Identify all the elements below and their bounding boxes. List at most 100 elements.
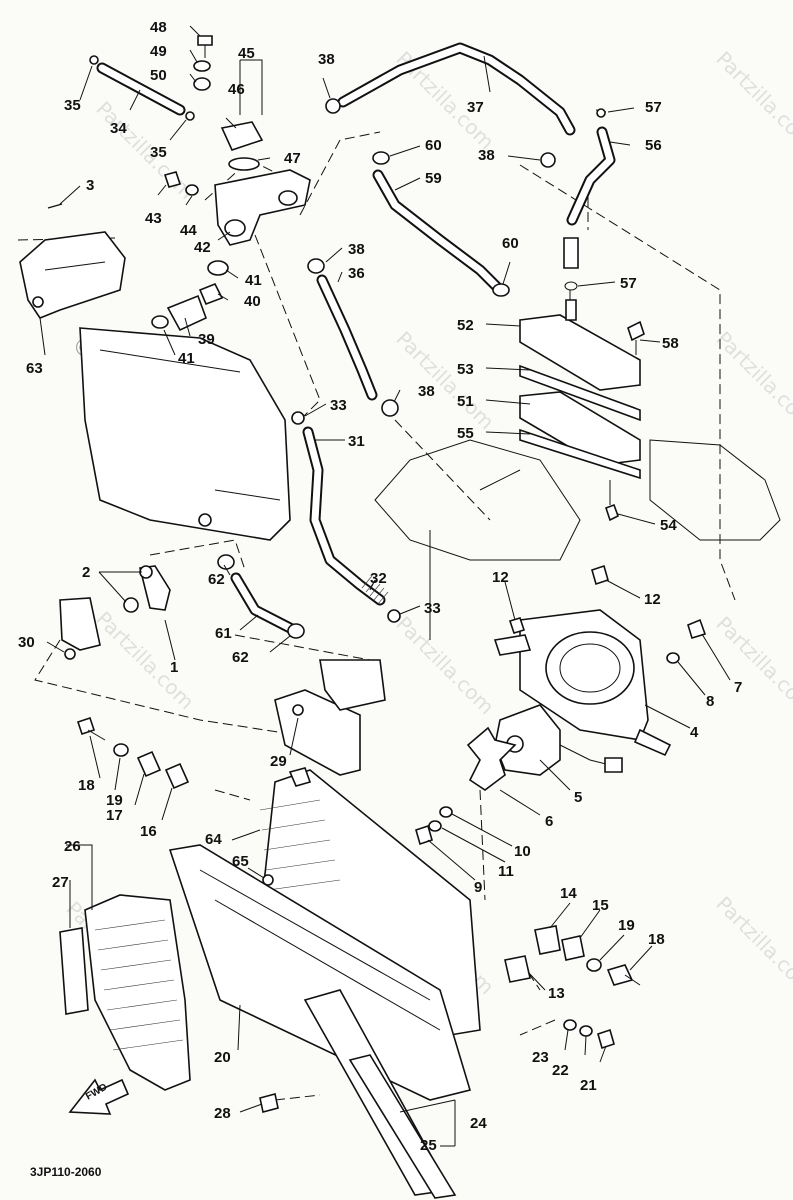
lower-rods <box>259 989 457 1199</box>
clamp-57 <box>596 108 606 118</box>
callout-56: 56 <box>645 137 662 154</box>
callout-7: 7 <box>734 679 742 696</box>
bracket-1 <box>59 597 101 651</box>
callout-11: 11 <box>498 863 514 880</box>
washer-49 <box>193 60 211 72</box>
callout-41: 41 <box>245 272 262 289</box>
bolt-28 <box>259 1093 279 1113</box>
watermark-group: Partzilla.com Partzilla.com Partzilla.co… <box>61 47 793 1004</box>
washer-44 <box>185 184 199 196</box>
callout-4: 4 <box>690 724 699 741</box>
callout-9: 9 <box>474 879 482 896</box>
washer-19 <box>113 743 129 757</box>
spring-32 <box>361 575 389 605</box>
callout-65: 65 <box>232 853 249 870</box>
clamp-60 <box>492 283 510 297</box>
callout-54: 54 <box>660 517 677 534</box>
clamp-38 <box>381 399 399 417</box>
clamp-41 <box>207 260 229 276</box>
callout-21: 21 <box>580 1077 597 1094</box>
callout-48: 48 <box>150 19 167 36</box>
callout-64: 64 <box>205 831 222 848</box>
rod-25 <box>348 1054 457 1199</box>
coolant-pipe-stack <box>519 281 645 522</box>
callout-26: 26 <box>64 838 81 855</box>
bolt-21 <box>597 1028 615 1050</box>
callout-38: 38 <box>348 241 365 258</box>
hose-39 <box>166 294 208 332</box>
washer-19 <box>586 958 602 972</box>
callout-22: 22 <box>552 1062 569 1079</box>
clamp-33 <box>291 411 305 425</box>
fan-blade-6 <box>466 726 517 791</box>
callout-23: 23 <box>532 1049 549 1066</box>
callout-59: 59 <box>425 170 442 187</box>
clamp-38 <box>307 258 325 274</box>
grommet-13 <box>504 955 531 983</box>
collar-17 <box>136 750 162 778</box>
bolt-48 <box>197 35 213 46</box>
callout-52: 52 <box>457 317 474 334</box>
callout-12: 12 <box>492 569 509 586</box>
washer-50 <box>193 77 211 91</box>
watermark: Partzilla.com <box>711 612 793 719</box>
joint-40 <box>198 282 224 306</box>
callout-6: 6 <box>545 813 553 830</box>
clamp-62 <box>217 554 235 570</box>
side-cover-63 <box>19 231 126 319</box>
callout-20: 20 <box>214 1049 231 1066</box>
reference-code: 3JP110-2060 <box>30 1165 102 1179</box>
callout-16: 16 <box>140 823 157 840</box>
callout-29: 29 <box>270 753 287 770</box>
fwd-arrow: FWD <box>68 1078 130 1115</box>
bolt-43 <box>163 171 182 188</box>
callout-10: 10 <box>514 843 531 860</box>
bolt-54 <box>604 503 619 522</box>
washer-10 <box>439 806 453 818</box>
callout-19: 19 <box>106 792 123 809</box>
bolt-58 <box>627 320 645 342</box>
clamp-41 <box>151 315 169 329</box>
callout-18: 18 <box>648 931 665 948</box>
coolant-reservoir <box>79 327 291 541</box>
callout-38: 38 <box>418 383 435 400</box>
radiator <box>168 767 481 1101</box>
collar-15 <box>561 935 585 961</box>
callout-40: 40 <box>244 293 261 310</box>
clamp-33 <box>387 609 401 623</box>
callout-18: 18 <box>78 777 95 794</box>
callout-41: 41 <box>178 350 195 367</box>
callout-53: 53 <box>457 361 474 378</box>
bolt-18 <box>76 716 96 736</box>
callout-38: 38 <box>478 147 495 164</box>
fan-assembly <box>415 564 707 846</box>
callout-37: 37 <box>467 99 484 116</box>
leader-lines <box>39 25 731 1147</box>
callout-17: 17 <box>106 807 123 824</box>
callout-1: 1 <box>170 659 178 676</box>
callout-43: 43 <box>145 210 162 227</box>
clamp-38 <box>540 152 556 168</box>
hose-36-group <box>307 258 378 401</box>
fan-motor-5 <box>494 704 561 776</box>
pin-3 <box>47 203 63 209</box>
callout-28: 28 <box>214 1105 231 1122</box>
callout-39: 39 <box>198 331 215 348</box>
callout-45: 45 <box>238 45 255 62</box>
callout-46: 46 <box>228 81 245 98</box>
gasket-53 <box>519 364 641 422</box>
callout-14: 14 <box>560 885 577 902</box>
callout-47: 47 <box>284 150 301 167</box>
callout-63: 63 <box>26 360 43 377</box>
nut-9 <box>415 824 433 846</box>
callout-31: 31 <box>348 433 365 450</box>
bolt-65 <box>262 874 274 886</box>
hose-59-group <box>372 151 510 297</box>
thermostat-cover-46 <box>220 121 264 151</box>
washer-11 <box>428 820 442 832</box>
callout-58: 58 <box>662 335 679 352</box>
callout-60: 60 <box>502 235 519 252</box>
watermark: Partzilla.com <box>711 892 793 999</box>
callout-19: 19 <box>618 917 635 934</box>
